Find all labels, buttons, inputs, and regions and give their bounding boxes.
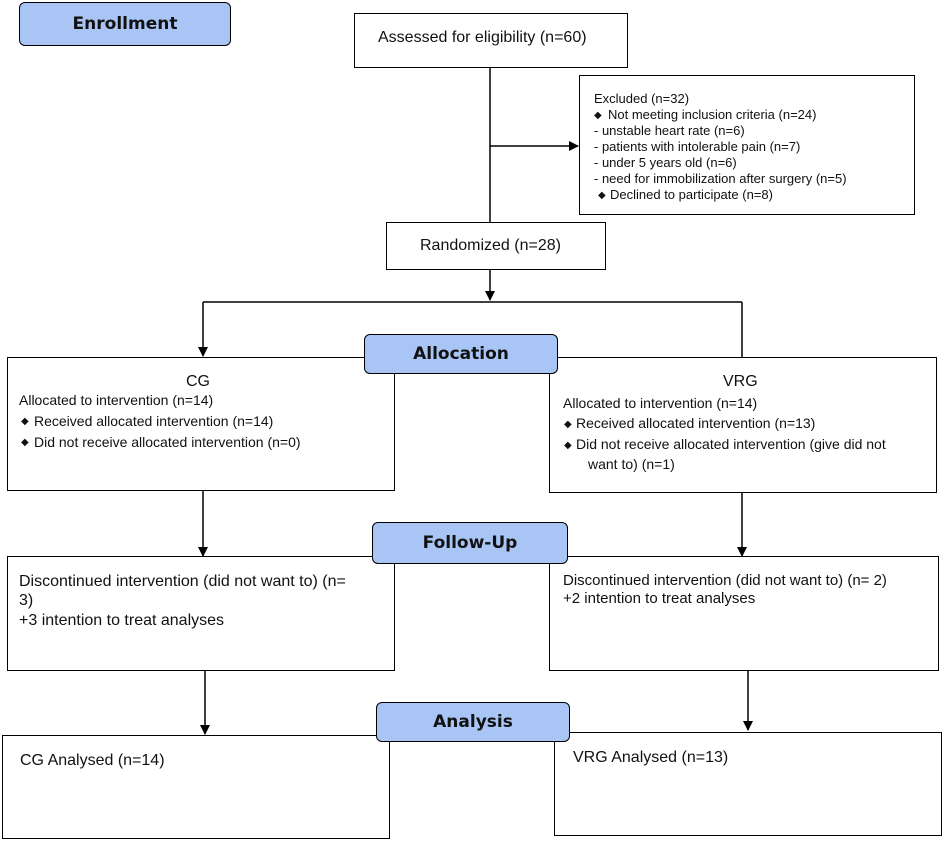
cg-group-name: CG xyxy=(186,373,210,390)
stage-allocation: Allocation xyxy=(364,334,558,374)
vrg-allocated-text: Allocated to intervention (n=14) xyxy=(563,395,758,411)
vrg-received-text: Received allocated intervention (n=13) xyxy=(576,415,816,431)
stage-analysis: Analysis xyxy=(376,702,570,742)
bullet-diamond-icon: ◆ xyxy=(564,419,572,430)
vrg-not-received-text-cont: want to) (n=1) xyxy=(588,456,675,472)
vrg-analysis-box: VRG Analysed (n=13) xyxy=(554,732,942,836)
excluded-line: Declined to participate (n=8) xyxy=(610,187,773,202)
stage-enrollment: Enrollment xyxy=(19,2,231,46)
stage-analysis-label: Analysis xyxy=(433,712,513,732)
excluded-line: Not meeting inclusion criteria (n=24) xyxy=(608,107,817,122)
cg-analysis-box: CG Analysed (n=14) xyxy=(2,735,390,839)
vrg-followup-box: Discontinued intervention (did not want … xyxy=(549,556,939,671)
bullet-diamond-icon: ◆ xyxy=(21,416,29,427)
excluded-box: Excluded (n=32) ◆ Not meeting inclusion … xyxy=(579,75,915,215)
cg-analysed-text: CG Analysed (n=14) xyxy=(20,752,165,769)
cg-itt-text: +3 intention to treat analyses xyxy=(19,612,225,629)
cg-followup-box: Discontinued intervention (did not want … xyxy=(7,556,395,671)
bullet-diamond-icon: ◆ xyxy=(21,437,29,448)
cg-allocation-box: CG Allocated to intervention (n=14) ◆ Re… xyxy=(7,357,395,491)
randomized-text: Randomized (n=28) xyxy=(420,237,561,254)
cg-followup-text: Discontinued intervention (did not want … xyxy=(19,573,346,590)
excluded-line: - unstable heart rate (n=6) xyxy=(594,123,745,138)
excluded-line: - need for immobilization after surgery … xyxy=(594,171,847,186)
vrg-not-received-text: Did not receive allocated intervention (… xyxy=(576,436,886,452)
randomized-box: Randomized (n=28) xyxy=(386,222,606,270)
vrg-analysed-text: VRG Analysed (n=13) xyxy=(573,749,729,766)
vrg-followup-text: Discontinued intervention (did not want … xyxy=(563,572,887,589)
bullet-diamond-icon: ◆ xyxy=(594,110,602,121)
stage-followup-label: Follow-Up xyxy=(422,533,518,553)
stage-enrollment-label: Enrollment xyxy=(72,14,178,34)
assessed-text: Assessed for eligibility (n=60) xyxy=(378,29,587,46)
assessed-box: Assessed for eligibility (n=60) xyxy=(354,13,628,68)
bullet-diamond-icon: ◆ xyxy=(564,440,572,451)
excluded-line: - under 5 years old (n=6) xyxy=(594,155,737,170)
cg-followup-text-cont: 3) xyxy=(19,592,34,609)
vrg-itt-text: +2 intention to treat analyses xyxy=(563,590,756,607)
excluded-line: - patients with intolerable pain (n=7) xyxy=(594,139,801,154)
cg-allocated-text: Allocated to intervention (n=14) xyxy=(19,392,214,408)
stage-allocation-label: Allocation xyxy=(413,344,509,364)
excluded-title: Excluded (n=32) xyxy=(594,91,690,106)
bullet-diamond-icon: ◆ xyxy=(598,190,606,201)
cg-received-text: Received allocated intervention (n=14) xyxy=(34,413,274,429)
stage-followup: Follow-Up xyxy=(372,522,568,564)
vrg-allocation-box: VRG Allocated to intervention (n=14) ◆ R… xyxy=(549,357,937,493)
cg-not-received-text: Did not receive allocated intervention (… xyxy=(34,434,301,450)
vrg-group-name: VRG xyxy=(723,373,758,390)
